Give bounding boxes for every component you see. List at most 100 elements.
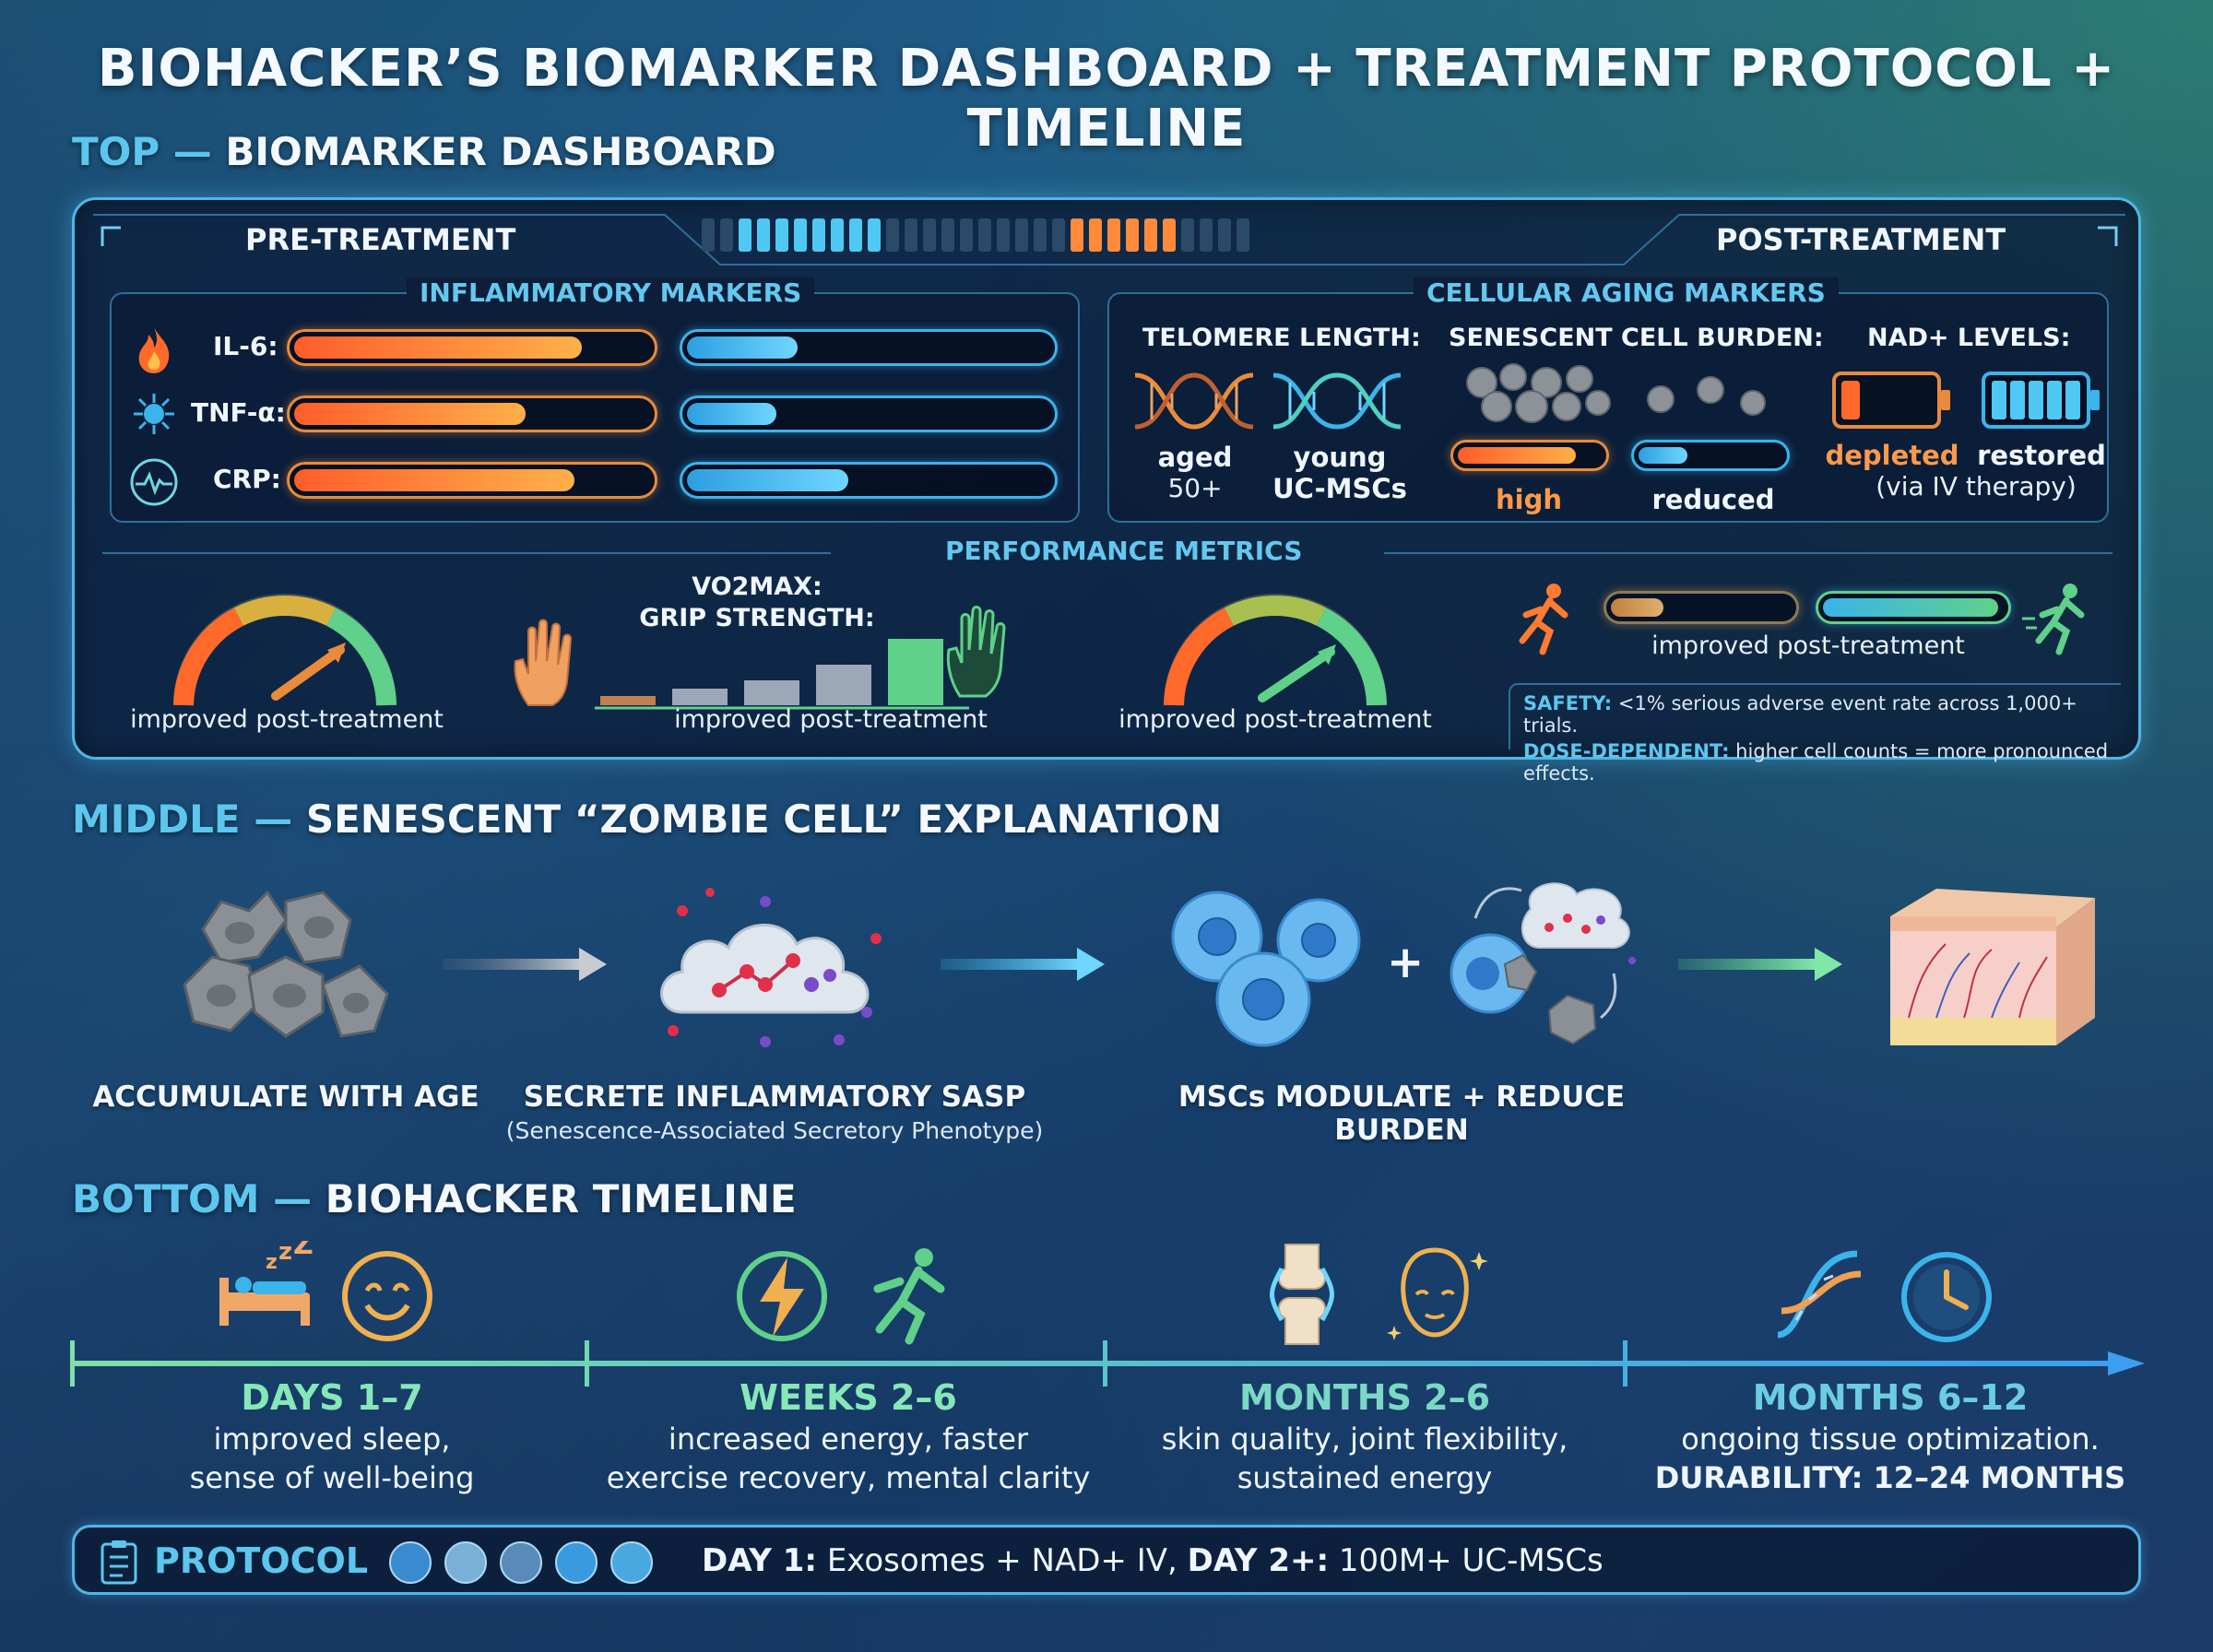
grip-strength-bar [744,680,799,705]
pre-treatment-label: PRE-TREATMENT [245,222,516,257]
safety-value: <1% serious adverse event rate across 1,… [1523,692,2077,737]
progress-segment [978,218,991,252]
inflammatory-title: INFLAMMATORY MARKERS [407,277,815,308]
dose-key: DOSE-DEPENDENT: [1523,740,1730,762]
joint-icon [1270,1244,1334,1345]
svg-text:Z: Z [293,1241,314,1261]
grip-strength-bars [595,639,969,710]
il6-pre-fill [294,336,582,359]
progress-segment [1089,218,1102,252]
protocol-day2-value: 100M+ UC-MSCs [1338,1542,1604,1579]
progress-segment [1071,218,1083,252]
gauge-icon [173,594,396,706]
performance-title: PERFORMANCE METRICS [945,536,1303,566]
step2-caption: SECRETE INFLAMMATORY SASP [523,1080,1026,1114]
svg-text:z: z [278,1241,292,1266]
progress-segment [1200,218,1213,252]
progress-segment [868,218,881,252]
progress-segment [794,218,807,252]
cell-dots-icon [389,1541,653,1584]
smile-icon [342,1251,432,1341]
progress-segment [812,218,825,252]
progress-segment [1034,218,1047,252]
run-post-fill [1823,598,1998,617]
progress-segment [720,218,733,252]
senescent-high-label: high [1496,484,1562,515]
protocol-text: DAY 1: Exosomes + NAD+ IV, DAY 2+: 100M+… [702,1542,1604,1579]
tnf-label: TNF-α: [191,397,286,428]
protocol-day2-key: DAY 2+: [1187,1542,1330,1579]
section-key: MIDDLE — [72,796,293,842]
hand-icon [514,619,573,706]
progress-segment [923,218,936,252]
progress-segment [1144,218,1157,252]
section-label: SENESCENT “ZOMBIE CELL” EXPLANATION [305,796,1223,842]
performance-divider [102,552,2112,554]
grip-strength-bar [672,689,728,705]
progress-segment [1107,218,1120,252]
tnf-post-fill [687,403,776,425]
protocol-label: PROTOCOL [154,1540,369,1581]
progress-segment [997,218,1010,252]
nad-heading: NAD+ LEVELS: [1867,324,2071,352]
arrow-icon [1678,948,1842,981]
progress-segment [831,218,844,252]
senescent-high-bar [1450,440,1609,471]
grip-strength-bar [816,665,871,705]
senescent-heading: SENESCENT CELL BURDEN: [1449,324,1824,352]
progress-segment [1163,218,1176,252]
young-dna-icon [1272,372,1402,430]
progress-segment [905,218,917,252]
run-post-bar [1816,591,2011,624]
msc-engulfing-icon [1450,882,1636,1045]
step1-caption: ACCUMULATE WITH AGE [92,1080,479,1114]
flame-icon [138,327,170,373]
aged-age: 50+ [1167,473,1223,503]
progress-segment [886,218,899,252]
timeline-text-1b: sense of well-being [189,1460,475,1495]
dose-line: DOSE-DEPENDENT: higher cell counts = mor… [1523,740,2121,785]
sasp-cloud-icon [660,888,882,1047]
section-key: TOP — [72,129,212,174]
runner-icon [2022,584,2085,655]
grip-strength-heading: GRIP STRENGTH: [639,604,875,632]
section-label: BIOHACKER TIMELINE [325,1176,797,1221]
crp-post-bar [680,462,1058,499]
virus-icon [134,394,174,434]
cellular-title: CELLULAR AGING MARKERS [1414,277,1839,308]
timeline-text-2a: increased energy, faster [668,1422,1029,1457]
gauge-icon [1164,594,1387,706]
timeline-text-4b: DURABILITY: 12–24 MONTHS [1654,1460,2126,1495]
dna-icon [1777,1250,1862,1339]
crp-pre-fill [294,469,574,491]
nad-depleted-label: depleted [1825,440,1959,471]
senescent-reduced-fill [1639,447,1687,464]
progress-segment [1218,218,1231,252]
few-senescent-cells-icon [1647,376,1766,416]
crp-pre-bar [287,462,657,499]
il6-pre-bar [287,329,657,366]
senescent-reduced-bar [1631,440,1790,471]
arrow-icon [941,948,1105,981]
run-pre-fill [1611,598,1663,617]
nad-note: (via IV therapy) [1876,471,2077,502]
pulse-icon [130,458,178,506]
progress-segment [757,218,770,252]
progress-segment [960,218,973,252]
energy-icon [737,1251,827,1341]
safety-line: SAFETY: <1% serious adverse event rate a… [1523,692,2121,737]
young-source: UC-MSCs [1272,473,1407,504]
restored-battery-icon [1982,372,2100,429]
section-label: BIOMARKER DASHBOARD [225,129,776,174]
gauge1-caption: improved post-treatment [130,705,444,734]
page-title: BIOHACKER’S BIOMARKER DASHBOARD + TREATM… [97,39,2116,159]
clock-icon [1901,1252,1992,1342]
progress-segment [941,218,954,252]
progress-segment [1126,218,1139,252]
cellular-aging-panel: CELLULAR AGING MARKERS TELOMERE LENGTH: … [1107,277,2109,523]
clipboard-icon [101,1540,137,1585]
aged-dna-icon [1134,372,1254,430]
healthy-skin-tissue-icon [1890,889,2095,1045]
senescent-cells-cluster-icon [183,890,389,1038]
safety-key: SAFETY: [1523,692,1613,714]
